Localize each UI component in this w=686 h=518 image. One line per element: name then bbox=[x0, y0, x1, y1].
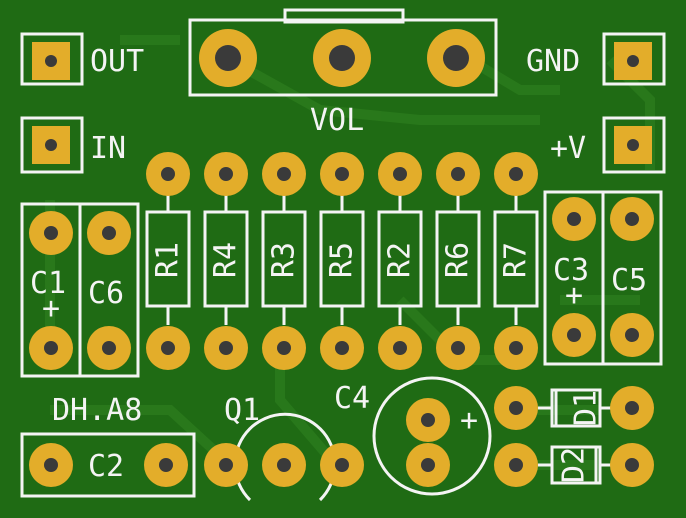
label-resistor: R4 bbox=[209, 242, 244, 278]
in-connector-outline bbox=[20, 116, 84, 174]
label-c6: C6 bbox=[88, 276, 124, 311]
label-resistor: R3 bbox=[267, 242, 302, 278]
label-d1: D1 bbox=[569, 390, 604, 426]
c4-outline bbox=[372, 376, 492, 496]
label-resistor: R2 bbox=[383, 242, 418, 278]
c2-outline bbox=[20, 432, 196, 498]
label-board-id: DH.A8 bbox=[52, 393, 142, 428]
label-c4-plus: + bbox=[460, 403, 478, 438]
label-resistor: R7 bbox=[499, 242, 534, 278]
vplus-connector-outline bbox=[602, 116, 666, 174]
vol-pot-tab bbox=[283, 8, 405, 24]
label-d2: D2 bbox=[557, 447, 592, 483]
label-vol: VOL bbox=[310, 103, 364, 138]
label-c5: C5 bbox=[611, 263, 647, 298]
label-resistor: R5 bbox=[325, 242, 360, 278]
label-c3: C3 bbox=[553, 253, 589, 288]
label-c3-plus: + bbox=[565, 278, 583, 313]
vol-pot-outline bbox=[188, 18, 498, 97]
label-c4: C4 bbox=[334, 381, 370, 416]
gnd-connector-outline bbox=[602, 32, 666, 86]
label-out: OUT bbox=[90, 44, 144, 79]
pads bbox=[29, 29, 654, 487]
label-in: IN bbox=[90, 131, 126, 166]
label-resistor: R1 bbox=[151, 242, 186, 278]
label-q1: Q1 bbox=[224, 393, 260, 428]
resistor-labels: R1 R4 R3 R5 R2 R6 R7 bbox=[151, 242, 534, 278]
label-c2: C2 bbox=[88, 449, 124, 484]
resistor-bodies bbox=[145, 195, 539, 325]
label-resistor: R6 bbox=[441, 242, 476, 278]
out-connector-outline bbox=[20, 32, 84, 86]
label-c1: C1 bbox=[30, 266, 66, 301]
label-c1-plus: + bbox=[42, 291, 60, 326]
label-gnd: GND bbox=[526, 44, 580, 79]
label-vplus: +V bbox=[550, 131, 586, 166]
